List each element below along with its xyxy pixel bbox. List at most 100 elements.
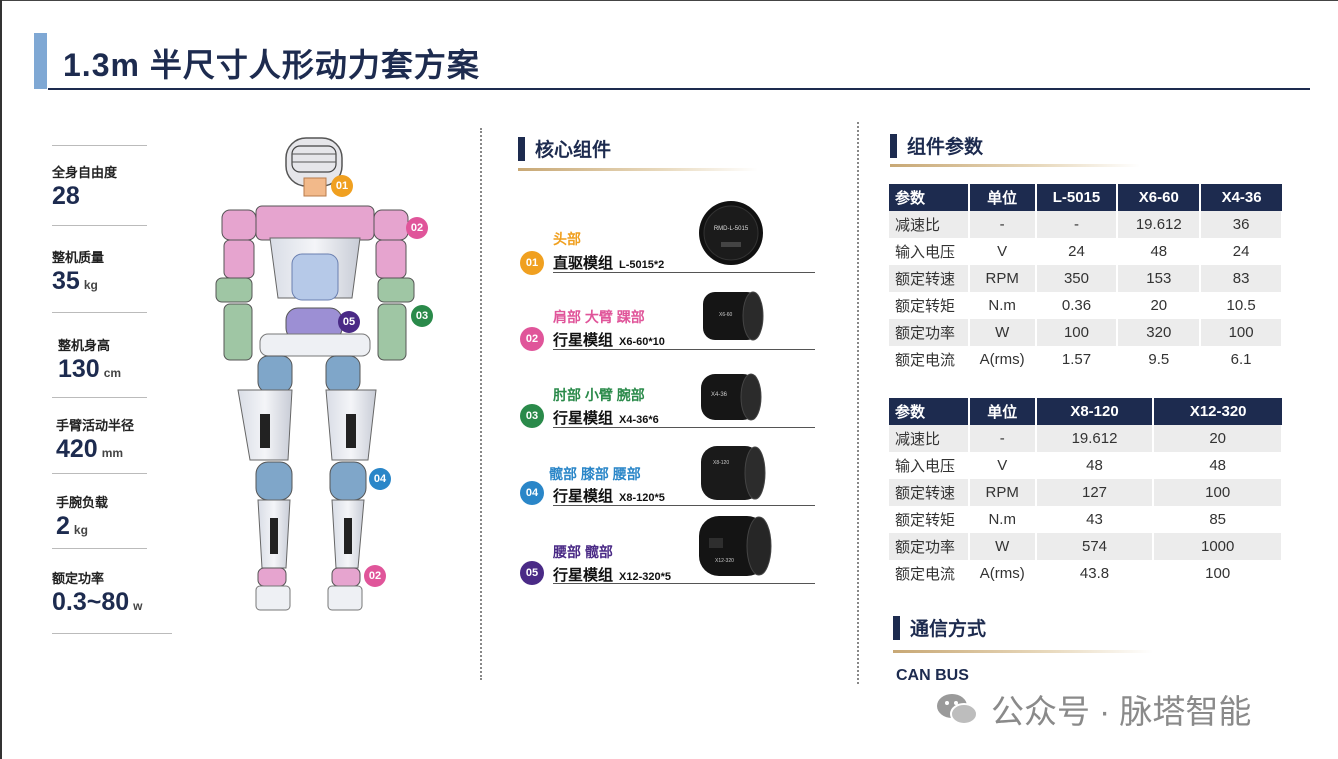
core-section-header: 核心组件 <box>518 135 611 162</box>
table-cell: 额定功率 <box>889 533 970 560</box>
table-cell: RPM <box>968 479 1037 506</box>
component-number: 03 <box>520 404 544 428</box>
table-header: X4-36 <box>1200 184 1282 211</box>
spec-divider <box>52 548 147 549</box>
component-underline <box>553 505 815 506</box>
table-cell: A(rms) <box>968 560 1037 587</box>
table-cell: N.m <box>968 292 1037 319</box>
table-cell: 127 <box>1035 479 1155 506</box>
table-cell: 额定转速 <box>889 479 970 506</box>
motor-label: X12-320 <box>715 558 734 564</box>
spec-unit: kg <box>73 523 88 537</box>
table-header: X12-320 <box>1153 398 1282 425</box>
table-cell: 20 <box>1117 292 1202 319</box>
table-header: 参数 <box>889 398 970 425</box>
table-cell: 48 <box>1035 452 1155 479</box>
table-cell: 输入电压 <box>889 238 970 265</box>
table-cell: 48 <box>1117 238 1202 265</box>
table-cell: 85 <box>1153 506 1283 533</box>
wechat-icon <box>937 694 978 725</box>
motor-label: X4-36 <box>711 392 728 398</box>
component-number: 01 <box>520 251 544 275</box>
comm-section-title: 通信方式 <box>910 619 987 640</box>
motor-image: RMD-L-5015 <box>699 201 763 265</box>
table-cell: 100 <box>1200 319 1283 346</box>
table-cell: 10.5 <box>1200 292 1283 319</box>
section-bar <box>893 615 900 640</box>
table-cell: W <box>968 319 1037 346</box>
component-parts: 头部 <box>553 231 581 247</box>
motor-image: X4-36 <box>701 373 762 421</box>
section-underline <box>890 164 1140 167</box>
table-cell: 1000 <box>1153 533 1283 560</box>
component-underline <box>553 349 815 350</box>
table-header: L-5015 <box>1035 184 1119 211</box>
robot-badge-ankle: 02 <box>364 565 386 587</box>
table-cell: 19.612 <box>1117 211 1202 238</box>
component-number: 04 <box>520 481 544 505</box>
table-cell: 额定转速 <box>889 265 970 292</box>
spec-label: 额定功率 <box>52 571 105 586</box>
spec-divider <box>52 145 147 146</box>
table-cell: V <box>968 452 1037 479</box>
core-section-title: 核心组件 <box>535 140 612 161</box>
table-cell: 100 <box>1153 560 1283 587</box>
robot-badge-head: 01 <box>331 175 353 197</box>
robot-badge-waist: 05 <box>338 311 360 333</box>
robot-svg <box>215 137 415 611</box>
table-cell: 输入电压 <box>889 452 970 479</box>
table-cell: 48 <box>1153 452 1283 479</box>
robot-badge-elbow: 03 <box>411 305 433 327</box>
component-parts: 腰部 髋部 <box>553 544 613 560</box>
spec-label: 全身自由度 <box>52 165 118 180</box>
comm-value: CAN BUS <box>896 667 969 684</box>
table-cell: 额定转矩 <box>889 292 970 319</box>
motor-image: X8-120 <box>701 446 766 500</box>
table-cell: 100 <box>1153 479 1283 506</box>
component-number: 05 <box>520 561 544 585</box>
table-cell: 43 <box>1035 506 1155 533</box>
table-cell: 6.1 <box>1200 346 1283 373</box>
spec-unit: kg <box>83 278 98 292</box>
table-cell: 9.5 <box>1117 346 1202 373</box>
table-cell: W <box>968 533 1037 560</box>
spec-unit: w <box>133 599 143 613</box>
component-model: X8-120*5 <box>619 492 665 504</box>
section-bar <box>518 136 525 161</box>
table-header: X6-60 <box>1117 184 1202 211</box>
table-header: 单位 <box>968 398 1037 425</box>
table-cell: V <box>968 238 1037 265</box>
table-cell: RPM <box>968 265 1037 292</box>
motor-label: X8-120 <box>713 460 729 466</box>
title-accent-bar <box>34 33 47 89</box>
page-title: 1.3m 半尺寸人形动力套方案 <box>63 47 480 83</box>
table-header-row: 参数 单位 X8-120 X12-320 <box>889 398 1282 425</box>
spec-divider <box>52 312 147 313</box>
table-cell: 1.57 <box>1035 346 1119 373</box>
table-cell: 100 <box>1035 319 1119 346</box>
motor-image: X12-320 <box>699 516 772 576</box>
component-model: X4-36*6 <box>619 414 659 426</box>
component-number: 02 <box>520 327 544 351</box>
component-model: X6-60*10 <box>619 336 665 348</box>
table-cell: 153 <box>1117 265 1202 292</box>
motor-image: X6-60 <box>703 291 764 341</box>
